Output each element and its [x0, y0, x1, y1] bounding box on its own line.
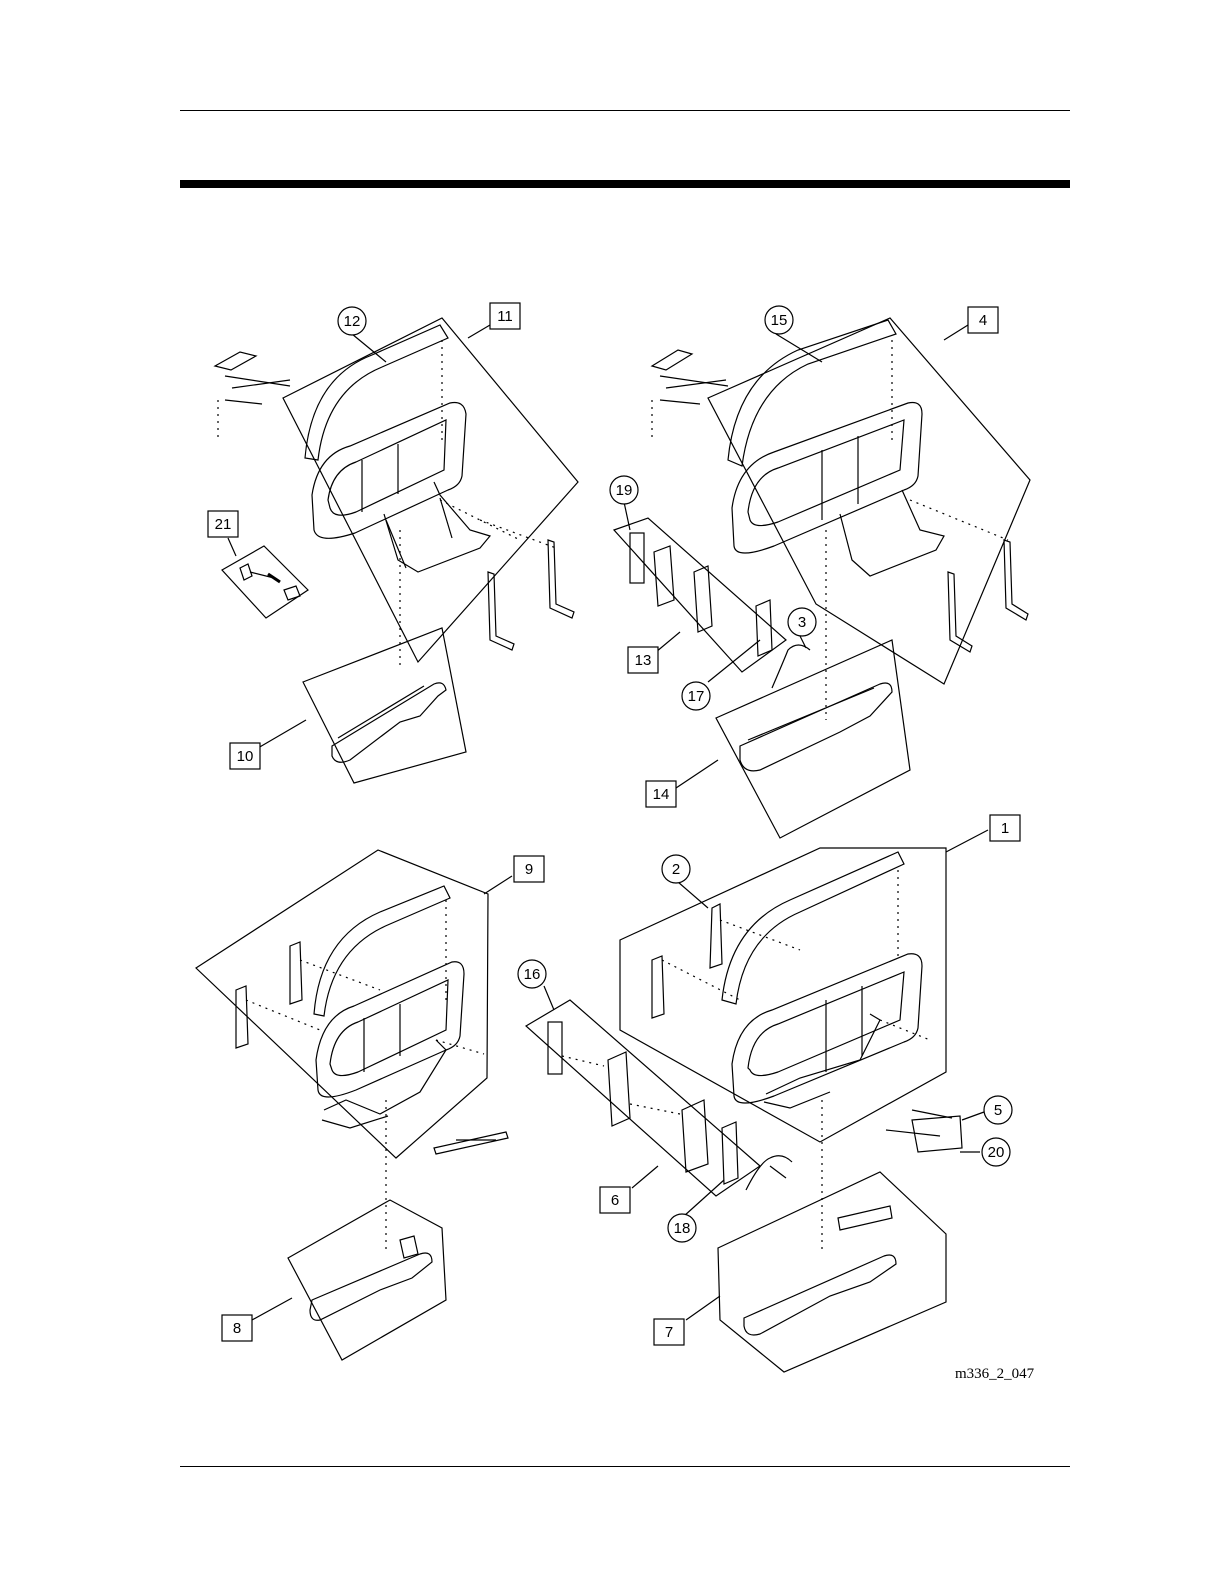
svg-text:19: 19: [616, 482, 633, 499]
svg-text:1: 1: [1001, 820, 1009, 837]
callout-box-10: 10: [230, 743, 260, 769]
callout-box-21: 21: [208, 511, 238, 537]
callout-box-8: 8: [222, 1315, 252, 1341]
callout-circle-17: 17: [682, 682, 710, 710]
svg-text:12: 12: [344, 313, 361, 330]
callout-box-14: 14: [646, 781, 676, 807]
callout-circle-16: 16: [518, 960, 546, 988]
svg-text:4: 4: [979, 312, 987, 329]
svg-text:15: 15: [771, 312, 788, 329]
callout-box-1: 1: [990, 815, 1020, 841]
svg-text:16: 16: [524, 966, 541, 983]
assembly-11-outline: [215, 318, 578, 662]
svg-text:17: 17: [688, 688, 705, 705]
svg-text:11: 11: [497, 308, 513, 325]
callout-box-9: 9: [514, 856, 544, 882]
callout-circle-2: 2: [662, 855, 690, 883]
svg-text:18: 18: [674, 1220, 691, 1237]
callout-circle-18: 18: [668, 1214, 696, 1242]
callout-circle-12: 12: [338, 307, 366, 335]
callout-circle-20: 20: [982, 1138, 1010, 1166]
svg-text:3: 3: [798, 614, 806, 631]
drawing-id-label: m336_2_047: [955, 1366, 1034, 1383]
callout-circle-19: 19: [610, 476, 638, 504]
svg-text:2: 2: [672, 861, 680, 878]
callout-circle-15: 15: [765, 306, 793, 334]
svg-text:21: 21: [215, 516, 232, 533]
svg-text:20: 20: [988, 1144, 1005, 1161]
callout-box-4: 4: [968, 307, 998, 333]
callout-box-7: 7: [654, 1319, 684, 1345]
svg-text:8: 8: [233, 1320, 241, 1337]
svg-text:9: 9: [525, 861, 533, 878]
callout-circle-5: 5: [984, 1096, 1012, 1124]
svg-text:5: 5: [994, 1102, 1002, 1119]
svg-text:13: 13: [635, 652, 652, 669]
callout-box-11: 11: [490, 303, 520, 329]
svg-text:10: 10: [237, 748, 254, 765]
svg-text:14: 14: [653, 786, 670, 803]
svg-text:6: 6: [611, 1192, 619, 1209]
callout-box-6: 6: [600, 1187, 630, 1213]
callout-box-13: 13: [628, 647, 658, 673]
callout-circle-3: 3: [788, 608, 816, 636]
svg-text:7: 7: [665, 1324, 673, 1341]
